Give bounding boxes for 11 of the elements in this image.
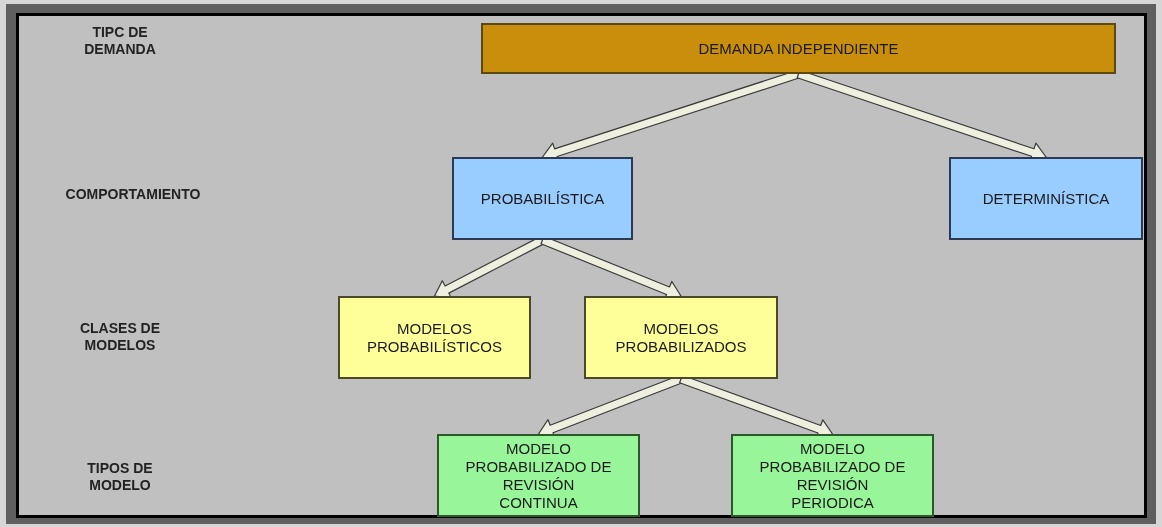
category-box: PROBABILÍSTICA <box>452 157 633 240</box>
level-label: TIPOS DE MODELO <box>86 460 154 494</box>
level-label: COMPORTAMIENTO <box>64 186 202 203</box>
category-box: MODELO PROBABILIZADO DE REVISIÓN PERIODICA <box>731 434 934 517</box>
level-label: TIPC DE DEMANDA <box>83 24 157 58</box>
category-box: MODELOS PROBABILIZADOS <box>584 296 778 379</box>
category-box: MODELO PROBABILIZADO DE REVISIÓN CONTINUA <box>437 434 640 517</box>
level-label: CLASES DE MODELOS <box>78 320 162 354</box>
category-box: MODELOS PROBABILÍSTICOS <box>338 296 531 379</box>
category-box: DETERMINÍSTICA <box>949 157 1143 240</box>
category-box: DEMANDA INDEPENDIENTE <box>481 23 1116 74</box>
